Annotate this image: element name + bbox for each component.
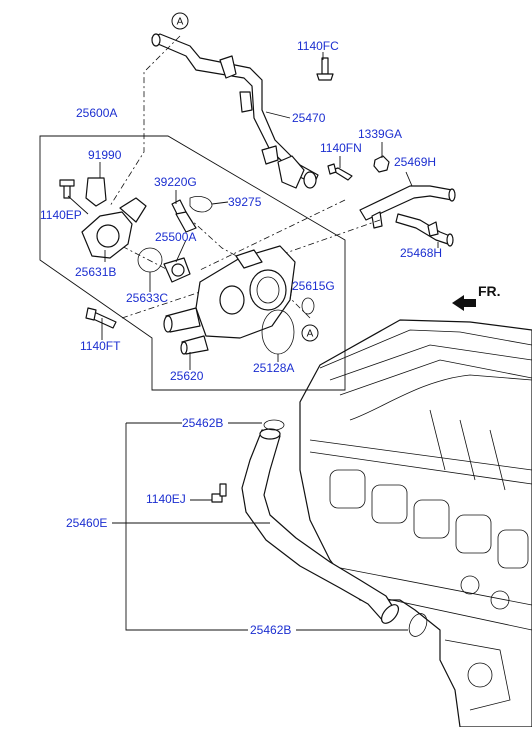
callout-25631b[interactable]: 25631B — [75, 265, 117, 279]
callout-25462b-bottom[interactable]: 25462B — [250, 623, 292, 637]
callout-1140ej[interactable]: 1140EJ — [146, 492, 186, 506]
callout-1339ga[interactable]: 1339GA — [358, 127, 403, 141]
callout-25600a[interactable]: 25600A — [76, 106, 118, 120]
callout-25620[interactable]: 25620 — [170, 369, 204, 383]
svg-text:A: A — [177, 17, 184, 28]
thermostat-25633c — [163, 257, 191, 283]
leader-lines — [67, 52, 439, 631]
callout-25460e[interactable]: 25460E — [66, 516, 108, 530]
water-hose-25460e — [241, 428, 400, 624]
callout-25470[interactable]: 25470 — [292, 111, 326, 125]
gasket-ring — [137, 247, 163, 273]
reference-circle-mid: A — [301, 324, 319, 342]
bypass-pipe-assembly — [359, 185, 456, 247]
callout-91990[interactable]: 91990 — [88, 148, 122, 162]
svg-text:A: A — [307, 329, 314, 340]
callout-1140ep[interactable]: 1140EP — [40, 208, 82, 222]
callout-39275[interactable]: 39275 — [228, 195, 262, 209]
clamp-lower — [408, 613, 428, 637]
bolt-1140fn — [327, 163, 353, 181]
bolt-1140ft — [85, 307, 117, 329]
callout-25468h[interactable]: 25468H — [400, 246, 443, 260]
front-direction-arrow-icon — [452, 295, 476, 311]
callout-1140ft[interactable]: 1140FT — [80, 339, 121, 353]
temperature-sensor-39220g — [171, 199, 197, 233]
bolt-1140ep — [59, 179, 75, 199]
bolt-1140fc — [316, 57, 334, 81]
callout-25500a[interactable]: 25500A — [155, 230, 197, 244]
callout-25128a[interactable]: 25128A — [253, 361, 295, 375]
callout-1140fn[interactable]: 1140FN — [320, 141, 362, 155]
callout-25462b-top[interactable]: 25462B — [182, 416, 224, 430]
engine-block — [299, 319, 532, 728]
callout-39220g[interactable]: 39220G — [154, 175, 197, 189]
reference-circle-top: A — [171, 12, 189, 30]
callout-25633c[interactable]: 25633C — [126, 291, 169, 305]
assembly-frame-25600a — [39, 135, 346, 391]
callout-1140fc[interactable]: 1140FC — [297, 39, 339, 53]
front-direction-label: FR. — [478, 283, 501, 299]
heater-pipe-assembly — [151, 33, 319, 189]
water-outlet-housing — [163, 245, 296, 355]
clip-39275 — [189, 196, 213, 213]
o-ring-25615g — [301, 297, 315, 315]
nut-1339ga — [373, 155, 390, 173]
callout-25615g[interactable]: 25615G — [292, 279, 335, 293]
callout-25469h[interactable]: 25469H — [394, 155, 437, 169]
bolt-1140ej — [211, 483, 227, 503]
clamp-upper — [263, 419, 285, 431]
water-outlet-cover-25631b — [81, 197, 147, 259]
bracket-91990 — [85, 177, 107, 207]
